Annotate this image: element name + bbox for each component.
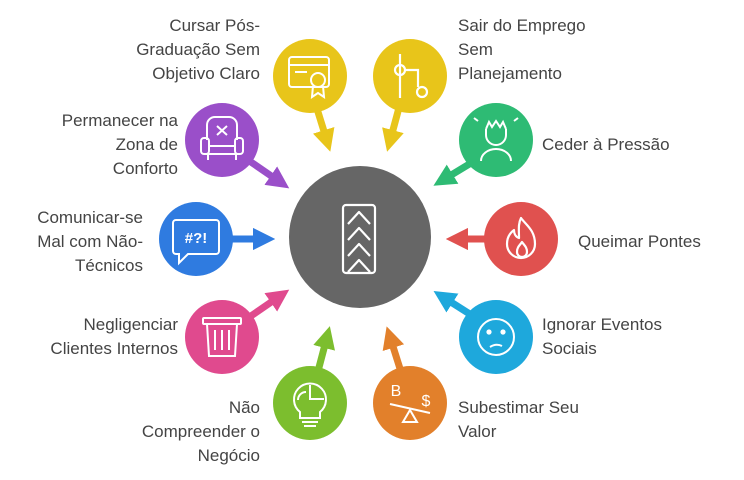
label-business: Não Compreender o Negócio — [141, 398, 260, 465]
svg-text:B: B — [391, 383, 402, 400]
center-hub — [289, 166, 431, 308]
speech-bubble-symbols-icon: #?! — [172, 219, 220, 266]
sad-face-icon — [477, 318, 515, 356]
node-internal-clients — [185, 289, 290, 374]
svg-text:#?!: #?! — [185, 230, 208, 247]
label-self-value: Subestimar Seu Valor — [458, 398, 579, 441]
label-internal-clients: Negligenciar Clientes Internos — [50, 315, 178, 358]
center-circle — [289, 166, 431, 308]
node-self-value: B $ — [373, 326, 447, 440]
label-burn-bridges: Queimar Pontes — [578, 232, 701, 251]
node-comfort-zone — [185, 103, 290, 189]
label-pressure: Ceder à Pressão — [542, 135, 670, 154]
node-burn-bridges — [445, 202, 558, 276]
node-social-events — [433, 290, 533, 374]
svg-text:$: $ — [422, 393, 431, 410]
node-quit-job — [373, 39, 447, 152]
flame-icon — [505, 216, 537, 260]
armchair-icon — [200, 116, 244, 160]
label-postgrad: Cursar Pós- Graduação Sem Objetivo Claro — [136, 16, 260, 83]
node-postgrad — [273, 39, 347, 152]
node-communication: #?! — [159, 202, 276, 276]
label-quit-job: Sair do Emprego Sem Planejamento — [458, 16, 586, 83]
node-pressure — [433, 103, 533, 186]
branch-path-icon — [393, 54, 429, 99]
chevrons-up-icon — [341, 203, 377, 275]
label-communication: Comunicar-se Mal com Não- Técnicos — [37, 208, 143, 275]
lightbulb-chart-icon — [293, 382, 327, 427]
label-comfort-zone: Permanecer na Zona de Conforto — [61, 111, 178, 178]
trash-can-icon — [202, 317, 242, 357]
certificate-icon — [288, 56, 330, 99]
currency-scale-icon: B $ — [389, 383, 431, 423]
node-business — [273, 326, 347, 440]
stressed-person-icon — [473, 117, 519, 162]
label-social-events: Ignorar Eventos Sociais — [542, 315, 663, 358]
